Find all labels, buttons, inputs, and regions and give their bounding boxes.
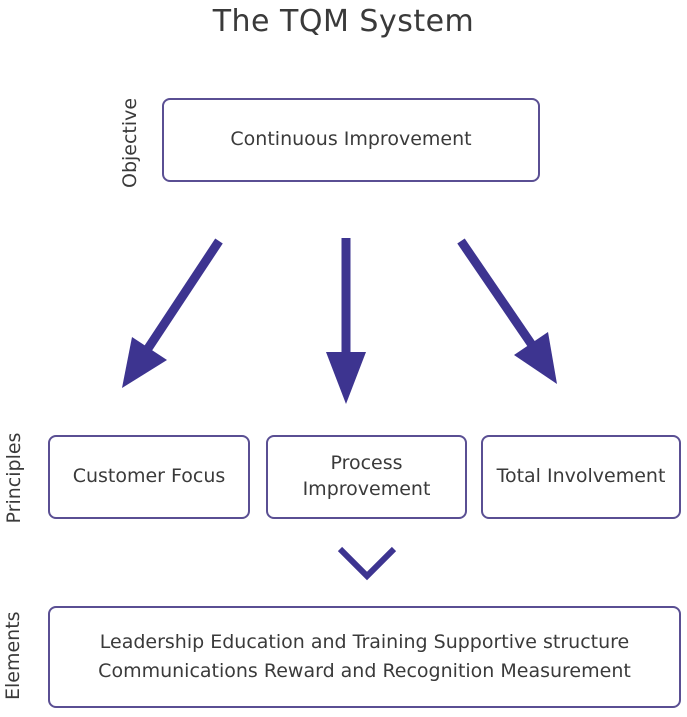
- principle-process-improvement-line2: Improvement: [302, 478, 431, 500]
- principle-process-improvement-line1: Process: [330, 452, 403, 475]
- principle-process-improvement: Process Improvement: [266, 435, 467, 519]
- arrow-to-total-involvement: [457, 238, 557, 384]
- arrow-to-process-improvement: [326, 238, 366, 404]
- diagram-title: The TQM System: [212, 4, 475, 39]
- arrow-to-customer-focus: [122, 238, 223, 388]
- elements-box-line1: Leadership Education and Training Suppor…: [99, 630, 630, 653]
- objective-box-text: Continuous Improvement: [230, 128, 472, 151]
- elements-box-line2: Communications Reward and Recognition Me…: [98, 660, 631, 682]
- chevron-down-icon: [337, 546, 397, 581]
- principle-total-involvement: Total Involvement: [481, 435, 681, 519]
- principle-total-involvement-line1: Total Involvement: [496, 465, 666, 488]
- principle-customer-focus-line1: Customer Focus: [72, 465, 226, 488]
- principle-customer-focus: Customer Focus: [48, 435, 250, 519]
- objective-box: Continuous Improvement: [162, 98, 540, 182]
- elements-box: Leadership Education and Training Suppor…: [48, 606, 681, 708]
